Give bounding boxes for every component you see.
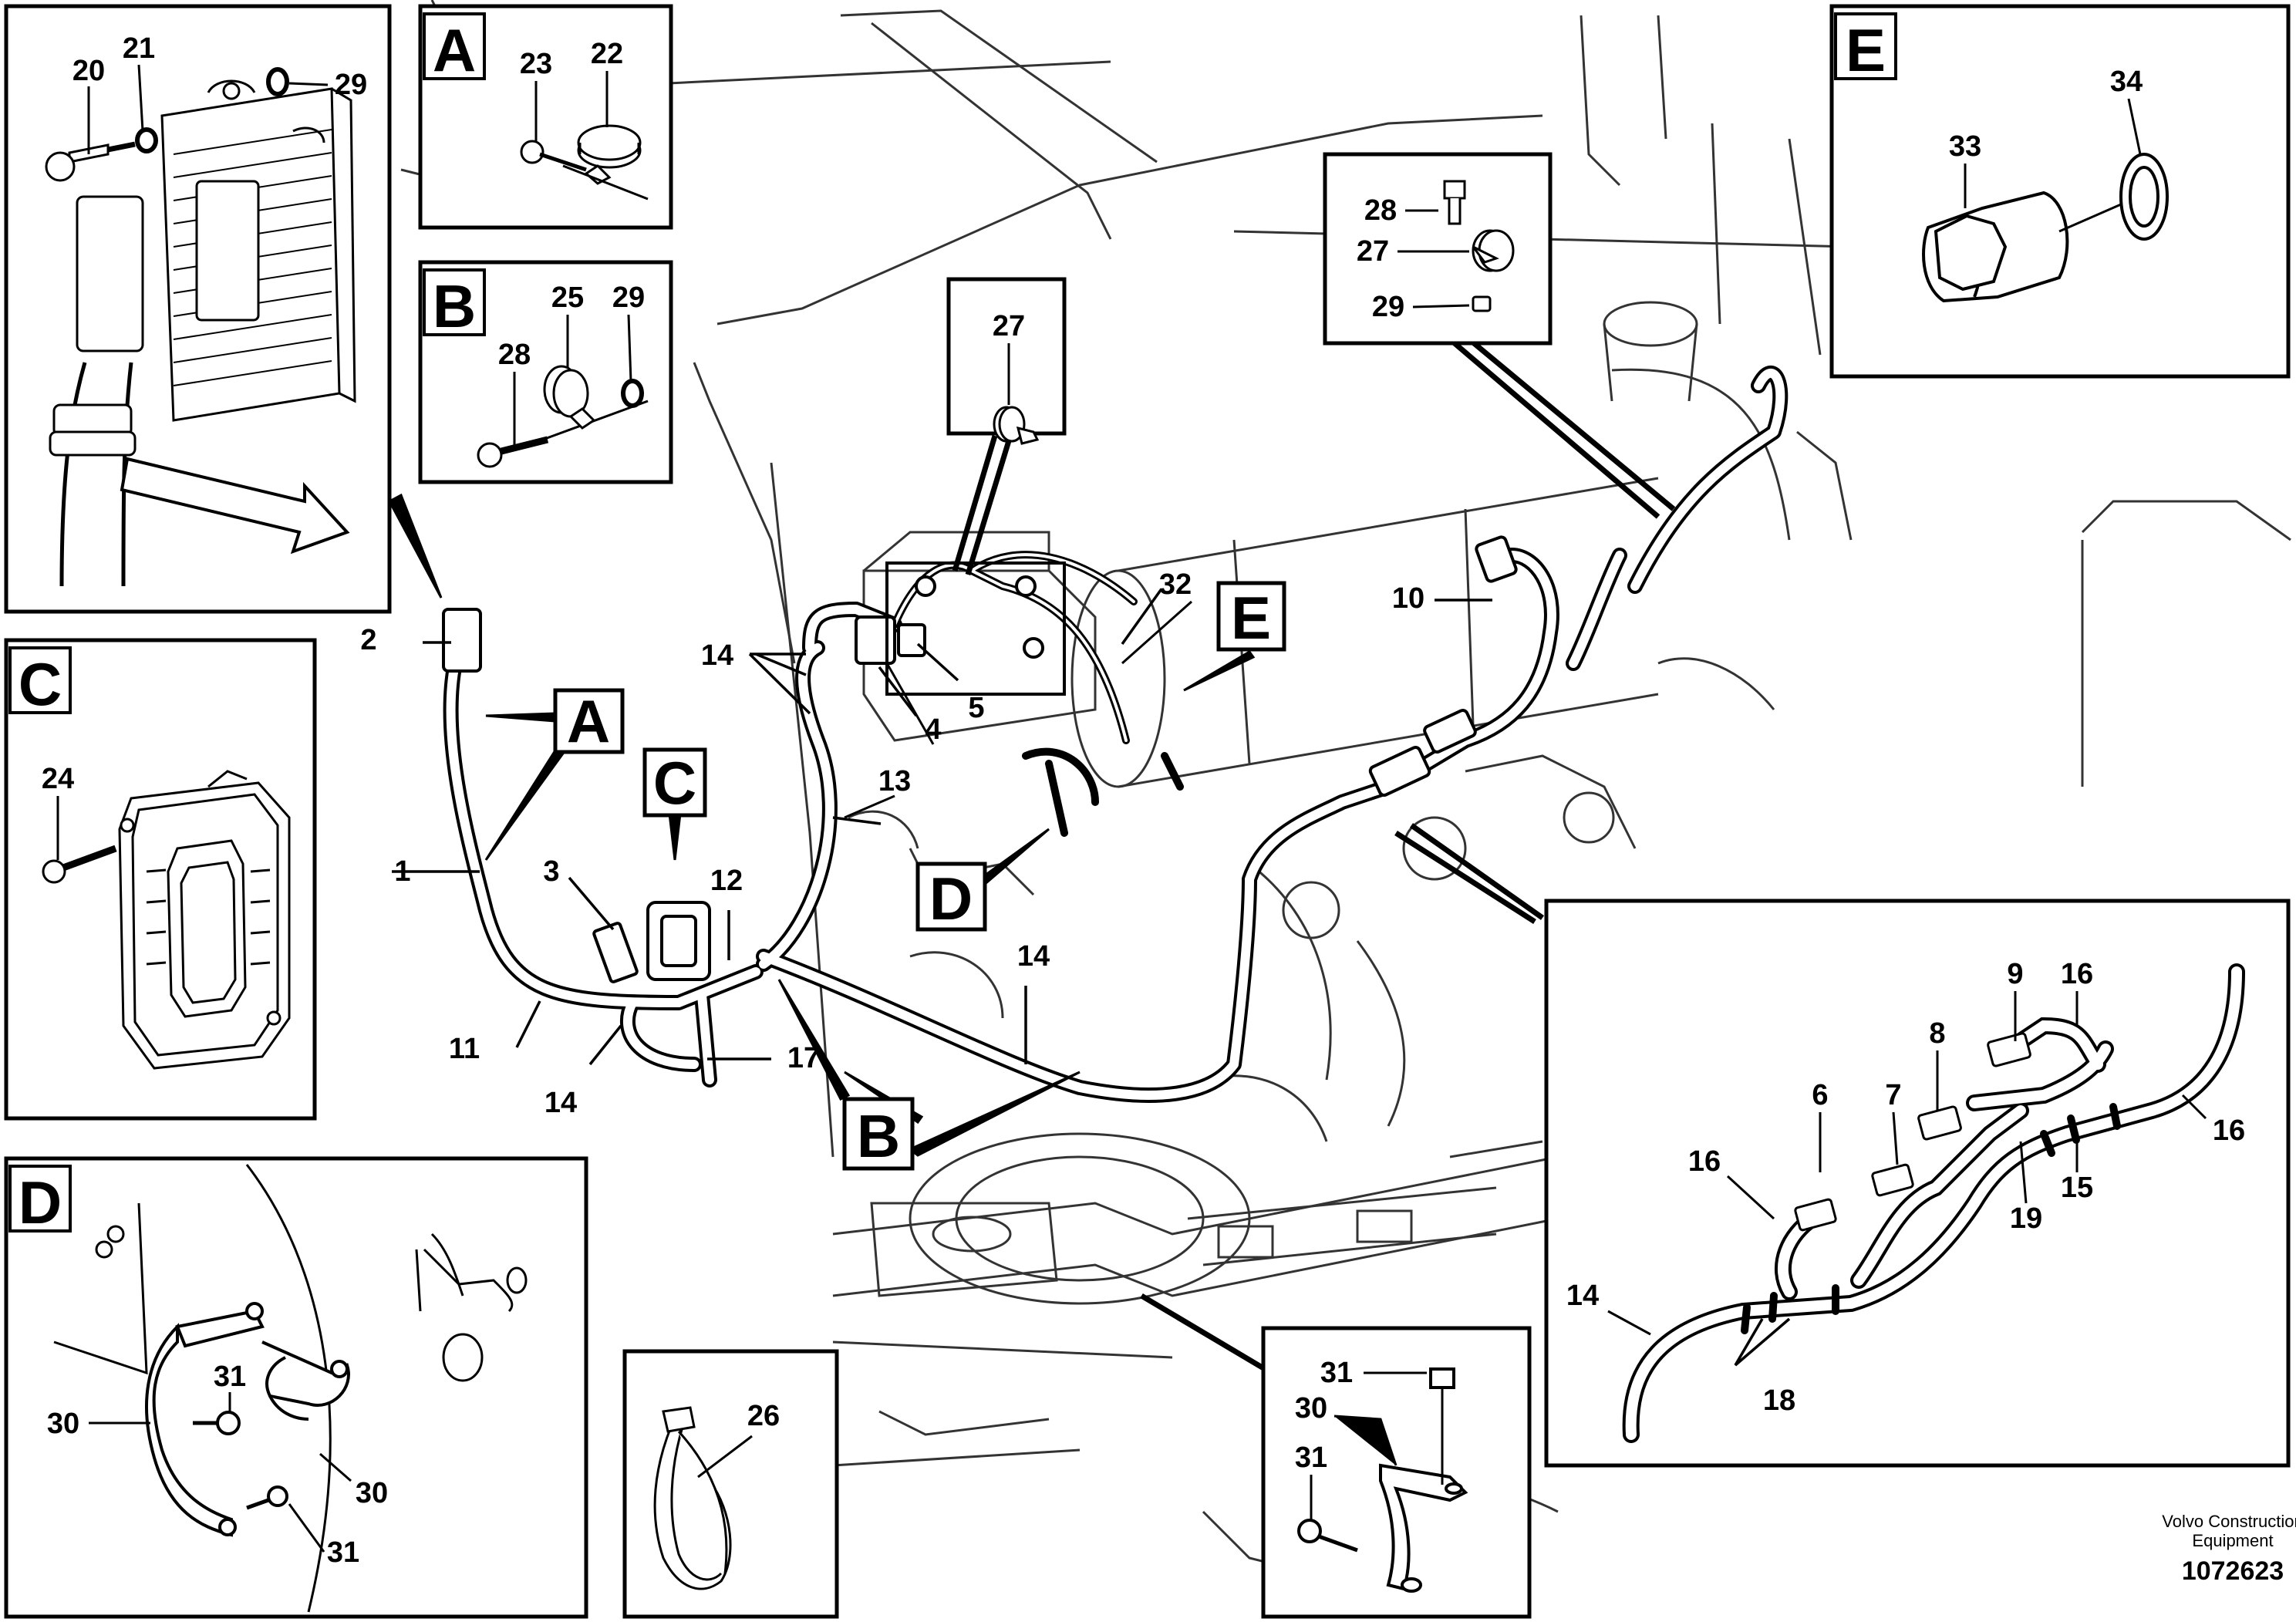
part-label: 16	[1688, 1145, 1721, 1178]
part-label: 29	[335, 69, 367, 101]
inset-e	[1829, 4, 2291, 379]
inset-clamp-27	[946, 277, 1067, 445]
inset-clip	[1261, 1326, 1532, 1619]
part-label: 14	[1017, 940, 1050, 973]
part-label: 33	[1949, 130, 1981, 163]
part-label: 5	[968, 692, 984, 724]
part-label: 21	[123, 32, 155, 65]
leader-lines	[392, 588, 1492, 1066]
inset-e-leaders	[1964, 98, 2142, 208]
company-name-line2: Equipment	[2192, 1531, 2273, 1550]
connector-2	[442, 608, 482, 673]
part-label: 29	[612, 282, 645, 314]
part-label: 26	[747, 1400, 780, 1432]
inset-connector-lines	[952, 337, 1676, 1372]
part-label: 15	[2061, 1172, 2093, 1204]
main-leaders-extra	[844, 600, 1192, 819]
callout-box-a	[553, 688, 625, 754]
part-label: 30	[47, 1408, 79, 1440]
part-label: 28	[498, 339, 531, 371]
main-harness	[451, 373, 1781, 1095]
callout-c-label: C	[653, 749, 696, 817]
inset-ecu	[4, 4, 392, 614]
inset-d-leaders	[89, 1392, 352, 1553]
callout-box-b	[842, 1097, 915, 1171]
part-label: 2	[360, 624, 376, 656]
part-label: 28	[1364, 194, 1397, 227]
part-label: 12	[710, 865, 743, 897]
connector-4	[855, 615, 896, 665]
part-label: 10	[1392, 582, 1424, 615]
part-label: 14	[1566, 1280, 1599, 1312]
inset-c	[4, 638, 317, 1121]
part-label: 31	[214, 1361, 246, 1393]
part-label: 14	[701, 639, 733, 672]
part-label: 30	[356, 1477, 388, 1509]
part-label: 19	[2010, 1202, 2042, 1235]
connector-10	[1475, 535, 1518, 583]
part-label: 1	[394, 855, 410, 888]
inset-b-leaders	[513, 314, 632, 447]
part-label: 18	[1763, 1384, 1795, 1417]
callout-a-label: A	[567, 687, 610, 755]
bolt-stack-leaders	[1397, 209, 1470, 309]
part-label: 22	[591, 38, 623, 70]
part-label: 25	[551, 282, 584, 314]
part-label: 7	[1885, 1079, 1901, 1111]
inset-a-leaders	[534, 71, 609, 143]
part-label: 24	[42, 763, 74, 795]
part-label: 29	[1372, 291, 1404, 323]
callout-d-label: D	[929, 865, 973, 932]
part-label: 32	[1159, 568, 1192, 601]
inset-b	[418, 260, 673, 484]
ecu-leaders	[87, 64, 329, 154]
callout-box-e	[1216, 581, 1286, 652]
part-label: 31	[1295, 1442, 1327, 1474]
inset-a-letter: A	[433, 16, 476, 84]
harness-inset-leaders	[1607, 991, 2207, 1336]
part-label: 16	[2061, 958, 2093, 990]
part-label: 16	[2213, 1114, 2245, 1147]
part-label: 13	[878, 765, 911, 798]
part-label: 11	[449, 1033, 480, 1065]
callout-box-d	[915, 862, 987, 932]
inset-d-letter: D	[19, 1168, 62, 1236]
part-label: 27	[1357, 235, 1389, 268]
main-harness-connectors	[442, 535, 1518, 983]
part-label: 20	[72, 55, 105, 87]
part-label: 4	[925, 713, 941, 746]
part-label: 31	[1320, 1357, 1353, 1389]
part-label: 17	[787, 1042, 820, 1074]
inset-bolt-stack	[1323, 152, 1553, 346]
part-label: 27	[993, 310, 1025, 342]
callout-e-label: E	[1231, 584, 1271, 652]
part-label: 23	[520, 48, 552, 80]
inset-a	[418, 4, 673, 230]
callout-box-c	[642, 747, 707, 818]
inset-harness-detail	[1544, 899, 2291, 1468]
callout-b-label: B	[857, 1102, 900, 1170]
tie-leader	[697, 1435, 753, 1479]
inset-b-letter: B	[433, 272, 476, 340]
connector-3	[592, 922, 639, 983]
company-name-line1: Volvo Construction	[2162, 1512, 2296, 1531]
part-label: 3	[543, 855, 559, 888]
inset-d	[4, 1156, 588, 1619]
inset-cable-tie	[622, 1349, 839, 1619]
part-label: 30	[1295, 1392, 1327, 1425]
part-label: 31	[327, 1536, 359, 1569]
clip-leaders	[1310, 1371, 1427, 1519]
part-label: 6	[1812, 1079, 1828, 1111]
inset-c-letter: C	[19, 650, 62, 718]
connector-5	[897, 623, 926, 657]
part-label: 9	[2007, 958, 2023, 990]
part-label: 14	[544, 1087, 577, 1119]
inset-e-letter: E	[1846, 16, 1886, 84]
part-label: 34	[2110, 66, 2143, 98]
drawing-number: 1072623	[2182, 1556, 2284, 1586]
part-label: 8	[1929, 1017, 1945, 1050]
main-callout-boxes	[553, 581, 1286, 1171]
